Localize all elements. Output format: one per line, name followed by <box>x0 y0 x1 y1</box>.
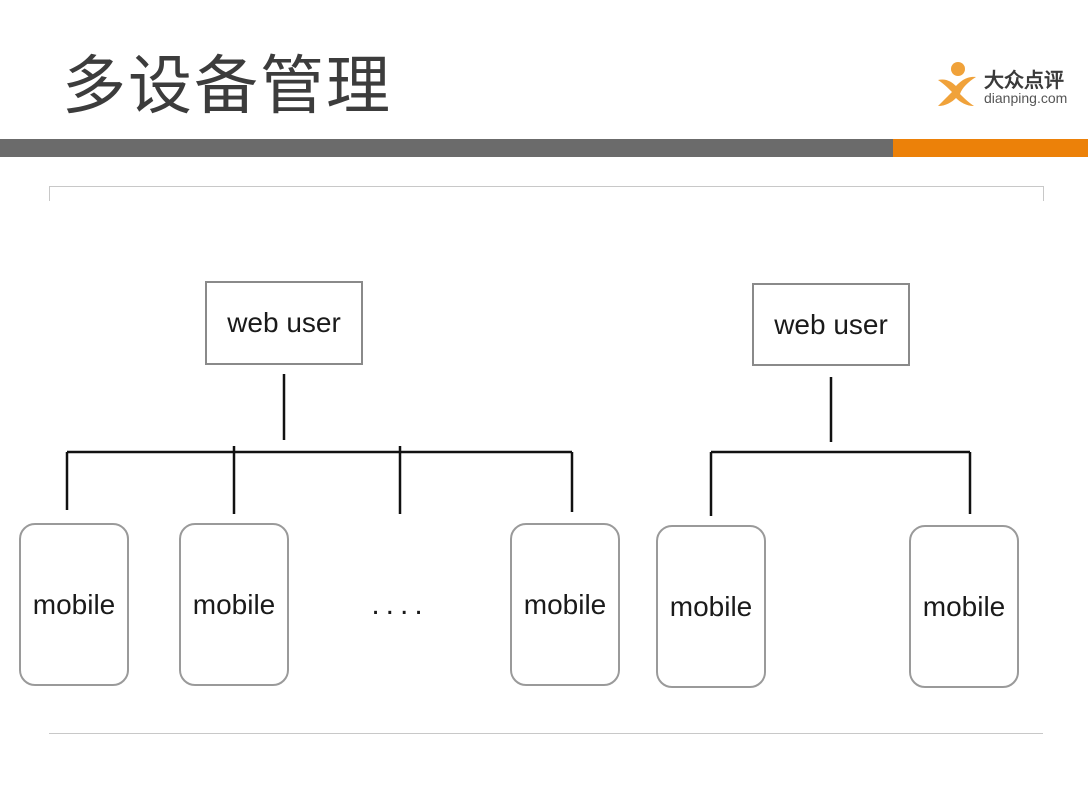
slide-title: 多设备管理 <box>62 50 392 124</box>
mobile-node-left-3: mobile <box>510 523 620 686</box>
ellipsis-more-mobiles: .... <box>371 588 429 621</box>
web-user-node-right: web user <box>752 283 910 366</box>
header-divider-orange <box>893 139 1088 157</box>
mobile-node-left-2: mobile <box>179 523 289 686</box>
mobile-node-right-1: mobile <box>656 525 766 688</box>
logo-english-text: dianping.com <box>984 90 1068 106</box>
mobile-node-right-2: mobile <box>909 525 1019 688</box>
dianping-logo: 大众点评 dianping.com <box>934 60 1074 112</box>
logo-chinese-text: 大众点评 <box>984 68 1064 92</box>
web-user-node-left: web user <box>205 281 363 365</box>
dianping-mascot-icon <box>938 62 976 106</box>
content-frame-bottom <box>49 733 1043 734</box>
content-frame-top <box>49 186 1044 201</box>
mobile-node-left-1: mobile <box>19 523 129 686</box>
header-divider-gray <box>0 139 893 157</box>
